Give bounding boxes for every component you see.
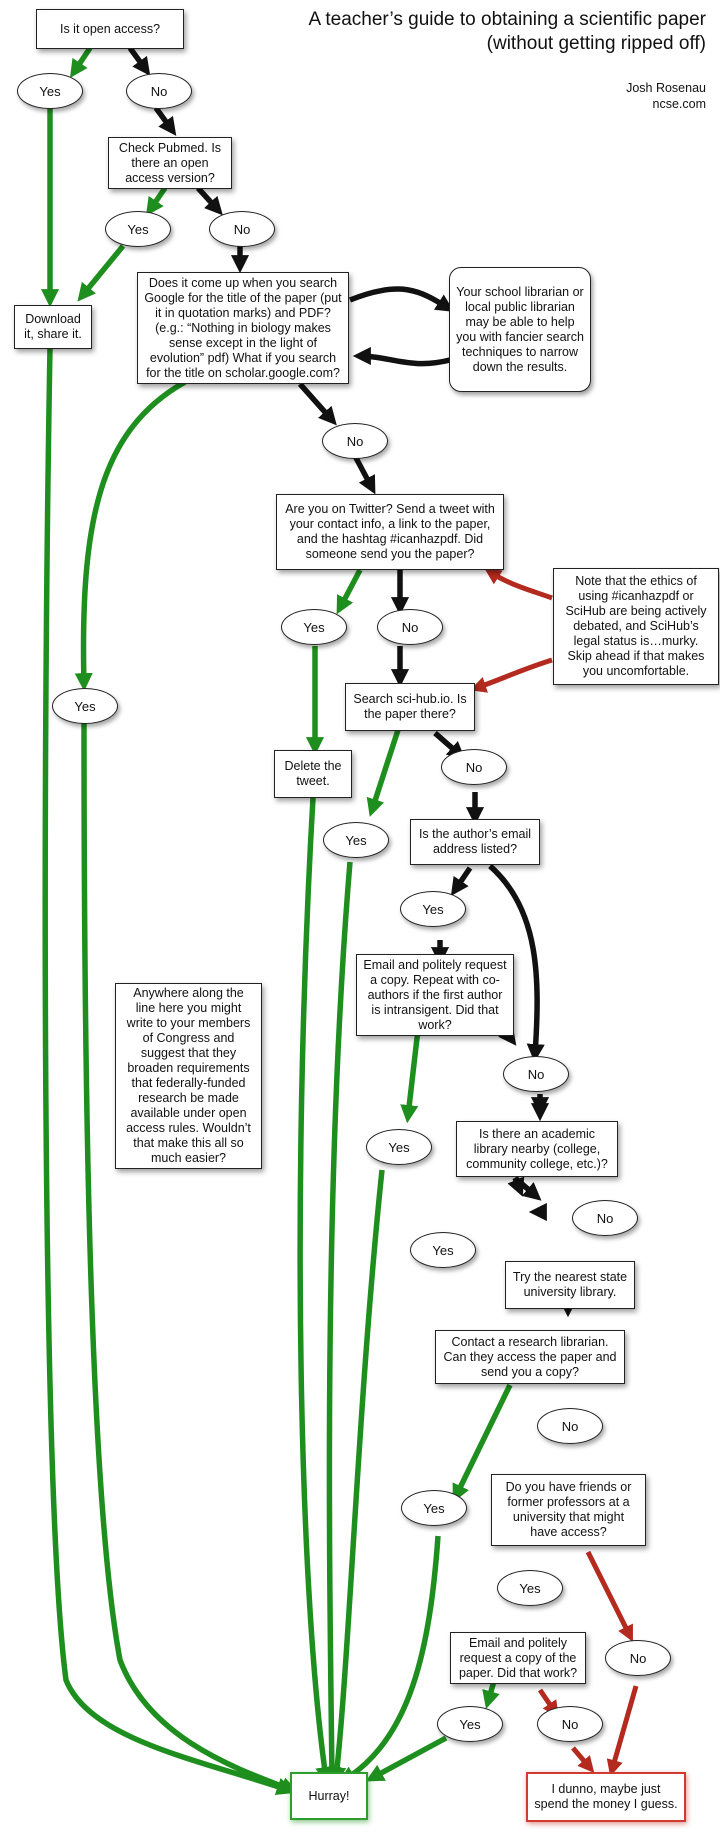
node-no-scihub: No: [441, 749, 507, 785]
node-no-twitter: No: [377, 609, 443, 645]
node-no-email-friends: No: [537, 1706, 603, 1742]
node-download-share: Download it, share it.: [14, 305, 92, 349]
node-yes-friends: Yes: [497, 1570, 563, 1606]
title-line-2: (without getting ripped off): [486, 33, 706, 54]
node-ethics-note: Note that the ethics of using #icanhazpd…: [553, 568, 719, 685]
node-spend-money: I dunno, maybe just spend the money I gu…: [526, 1772, 686, 1822]
title-line-1: A teacher’s guide to obtaining a scienti…: [308, 9, 706, 30]
node-yes-twitter: Yes: [281, 609, 347, 645]
node-check-pubmed: Check Pubmed. Is there an open access ve…: [108, 137, 232, 189]
node-no-open-access: No: [126, 73, 192, 109]
node-author-email-listed: Is the author’s email address listed?: [410, 819, 540, 865]
node-delete-tweet: Delete the tweet.: [274, 750, 352, 798]
node-hurray: Hurray!: [290, 1772, 368, 1820]
node-academic-library: Is there an academic library nearby (col…: [456, 1121, 618, 1177]
node-google-search: Does it come up when you search Google f…: [137, 272, 349, 384]
node-no-pubmed: No: [209, 211, 275, 247]
node-librarian-note: Your school librarian or local public li…: [449, 267, 591, 392]
site-name: ncse.com: [652, 97, 707, 111]
node-yes-email-friends: Yes: [437, 1706, 503, 1742]
node-yes-research-librarian: Yes: [401, 1490, 467, 1526]
node-no-email-request: No: [503, 1056, 569, 1092]
node-research-librarian: Contact a research librarian. Can they a…: [435, 1330, 625, 1384]
node-no-academic-library: No: [572, 1200, 638, 1236]
node-yes-email-listed: Yes: [400, 891, 466, 927]
node-email-author-request: Email and politely request a copy. Repea…: [356, 954, 514, 1036]
node-search-scihub: Search sci-hub.io. Is the paper there?: [345, 683, 475, 731]
node-is-open-access: Is it open access?: [36, 9, 184, 49]
node-twitter: Are you on Twitter? Send a tweet with yo…: [276, 494, 504, 570]
node-no-research-librarian: No: [537, 1408, 603, 1444]
node-email-friends-request: Email and politely request a copy of the…: [450, 1632, 586, 1684]
byline: Josh Rosenau ncse.com: [506, 80, 706, 112]
node-no-google: No: [322, 423, 388, 459]
node-yes-open-access: Yes: [17, 73, 83, 109]
yes-arrows: [40, 46, 513, 1796]
node-congress-note: Anywhere along the line here you might w…: [115, 983, 262, 1169]
node-state-university-library: Try the nearest state university library…: [505, 1261, 635, 1309]
author-name: Josh Rosenau: [626, 81, 706, 95]
node-friends-professors: Do you have friends or former professors…: [491, 1474, 646, 1546]
node-yes-pubmed: Yes: [105, 211, 171, 247]
node-yes-academic-library: Yes: [410, 1232, 476, 1268]
node-no-friends: No: [605, 1640, 671, 1676]
node-yes-scihub: Yes: [323, 822, 389, 858]
chart-title: A teacher’s guide to obtaining a scienti…: [246, 8, 706, 56]
node-yes-google: Yes: [52, 688, 118, 724]
node-yes-email-request: Yes: [366, 1129, 432, 1165]
